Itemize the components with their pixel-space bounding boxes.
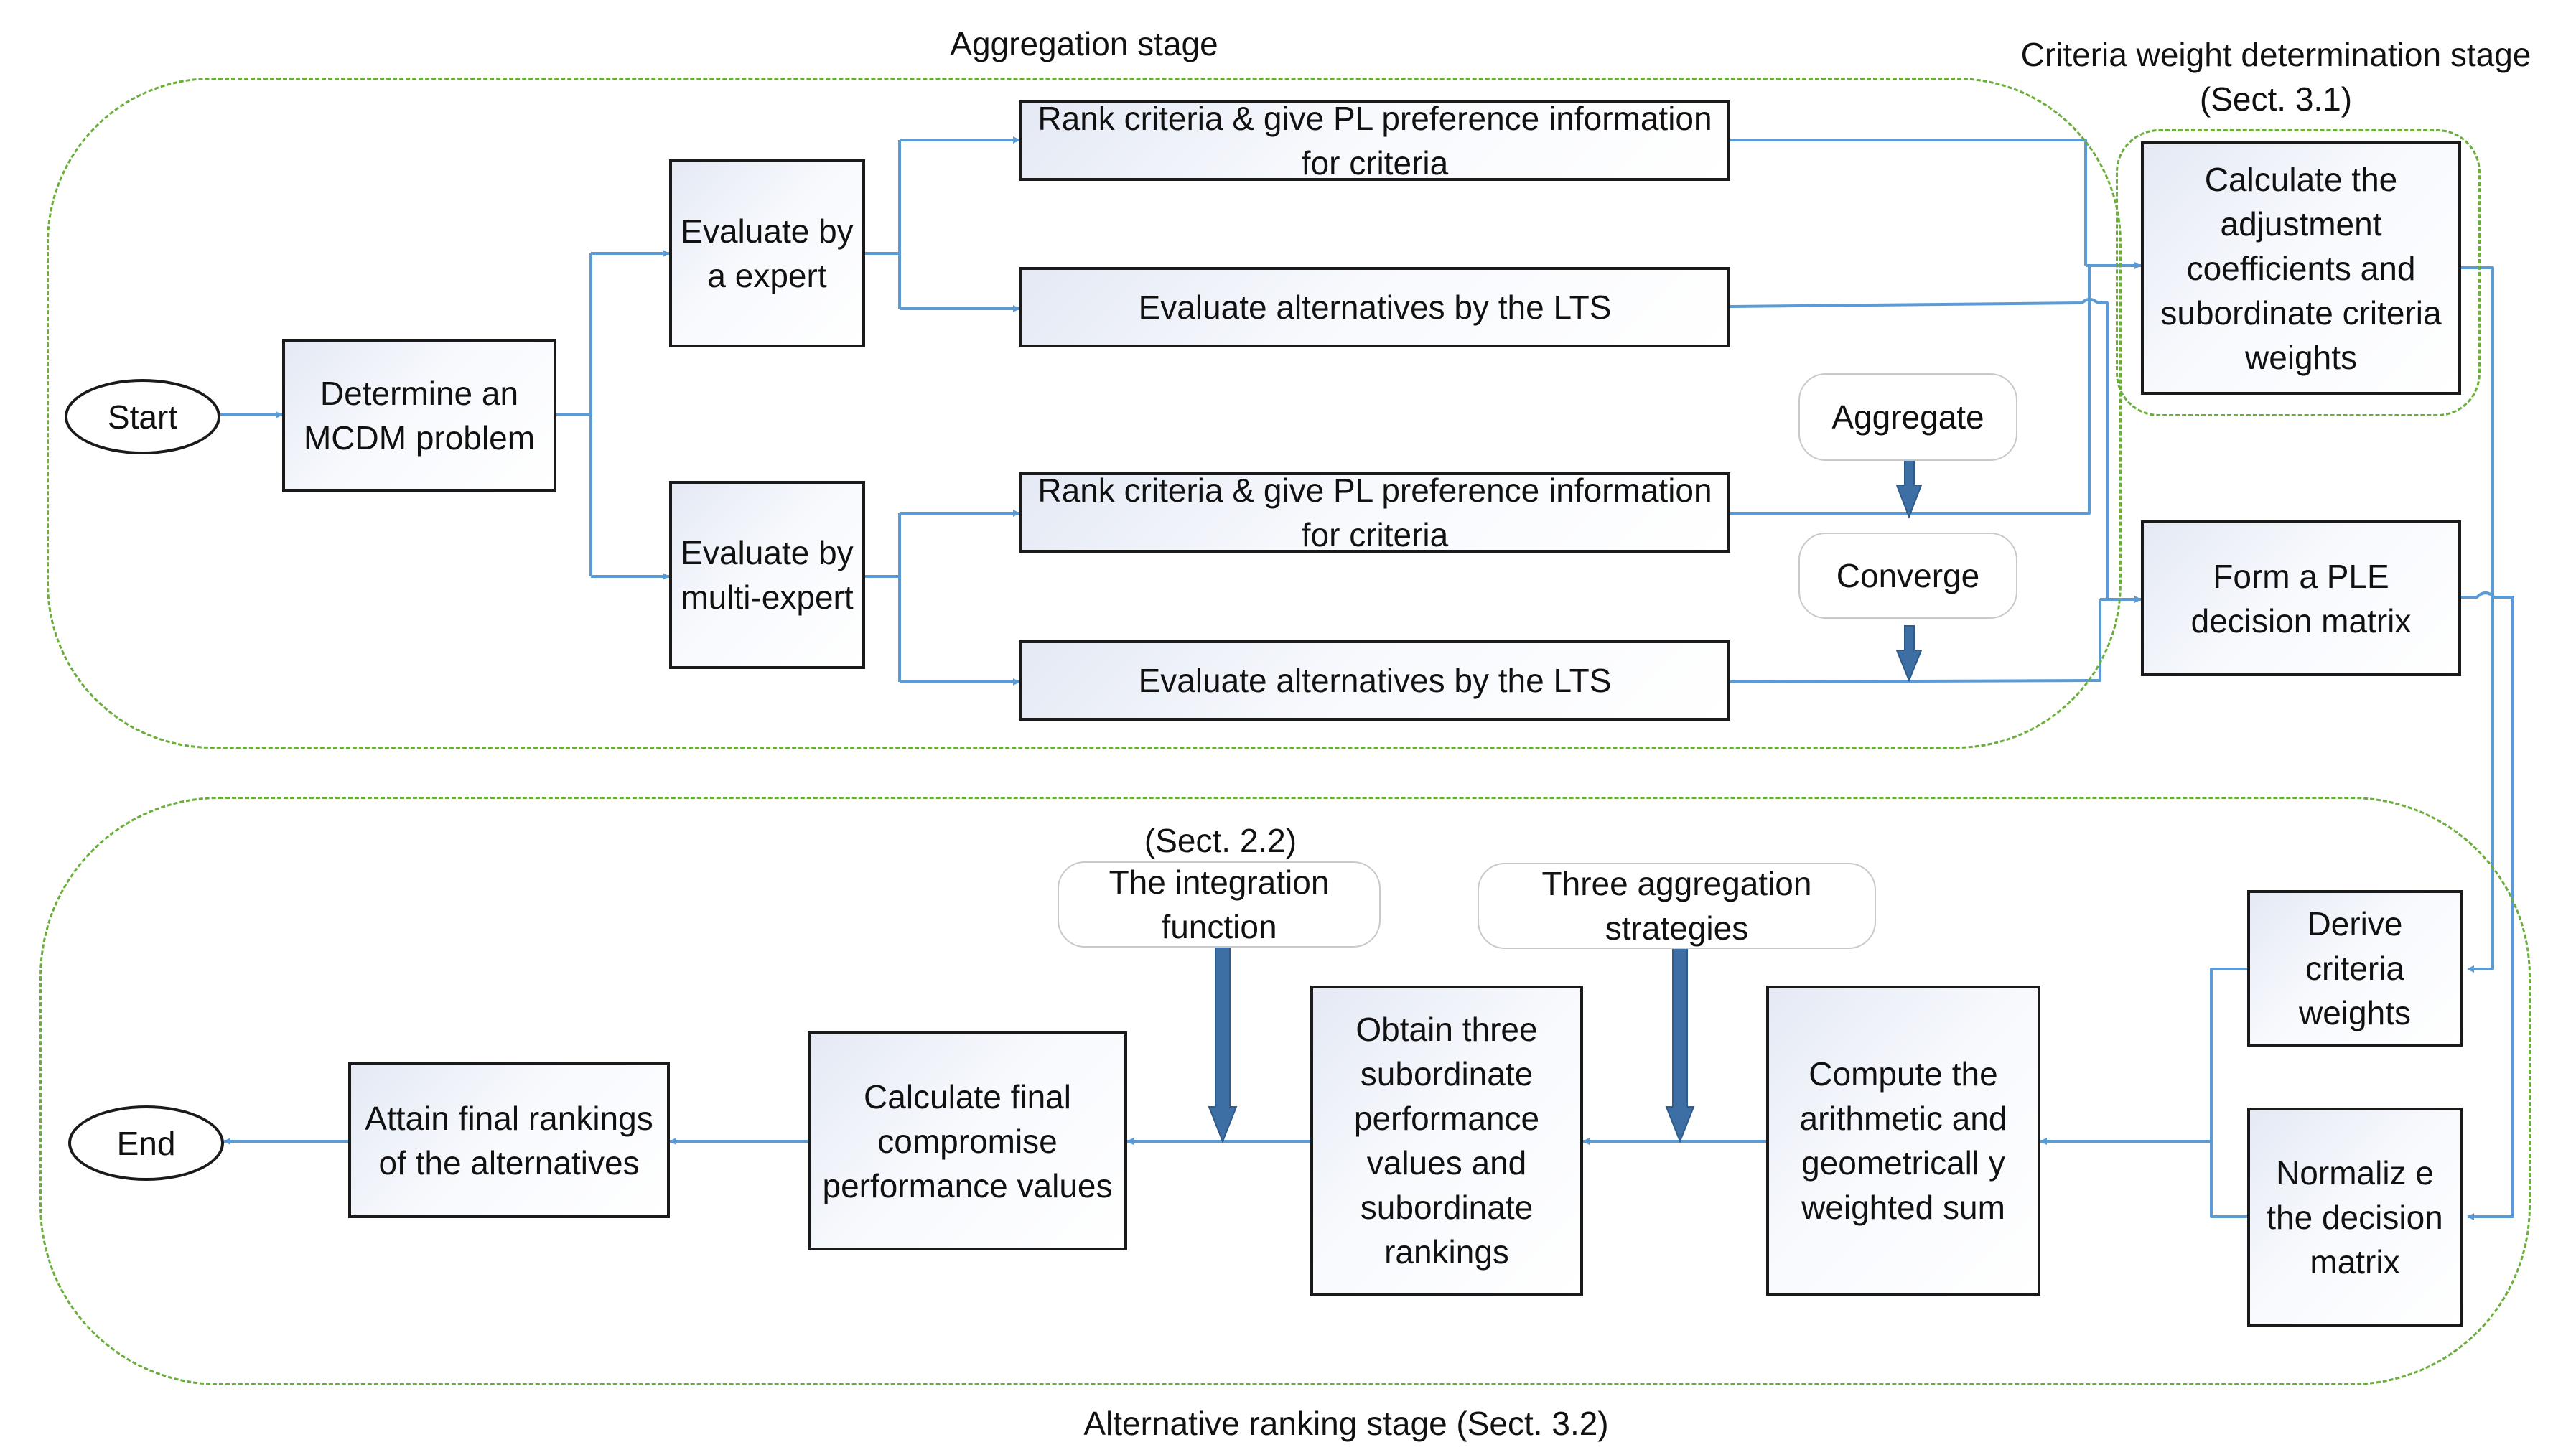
aggregation-stage-title: Aggregation stage — [950, 25, 1218, 62]
rank-criteria-box-1[interactable]: Rank criteria & give PL preference infor… — [1019, 100, 1730, 182]
evaluate-lts-box-2[interactable]: Evaluate alternatives by the LTS — [1019, 640, 1730, 721]
connector-multi-branch — [865, 513, 901, 682]
arrow-aggregate-down — [1895, 459, 1923, 519]
attain-rankings-box[interactable]: Attain final rankings of the alternative… — [348, 1062, 670, 1218]
derive-weights-box[interactable]: Derive criteria weights — [2247, 890, 2463, 1047]
compute-weighted-sum-box[interactable]: Compute the arithmetic and geometricall … — [1766, 986, 2040, 1296]
normalize-matrix-box[interactable]: Normaliz e the decision matrix — [2247, 1108, 2463, 1327]
line-lts1-to-form — [1730, 298, 2109, 599]
three-strategies-note: Three aggregation strategies — [1478, 863, 1876, 949]
calculate-final-box[interactable]: Calculate final compromise performance v… — [808, 1031, 1127, 1250]
converge-note: Converge — [1798, 533, 2017, 619]
evaluate-multi-expert-box[interactable]: Evaluate by multi-expert — [669, 481, 865, 669]
evaluate-expert-box[interactable]: Evaluate by a expert — [669, 159, 865, 347]
start-node[interactable]: Start — [65, 379, 220, 454]
aggregation-stage-boundary — [47, 78, 2122, 749]
arrow-converge-down — [1895, 625, 1923, 683]
criteria-weight-stage-boundary — [2116, 129, 2481, 416]
line-rank2-to-calc — [1730, 266, 2091, 515]
arrow-integration-down — [1208, 945, 1238, 1143]
obtain-subordinate-box[interactable]: Obtain three subordinate performance val… — [1310, 986, 1583, 1296]
arrow-form-to-normalize — [2459, 591, 2514, 1220]
evaluate-lts-box-1[interactable]: Evaluate alternatives by the LTS — [1019, 267, 1730, 347]
connector-determine-branch — [556, 253, 592, 576]
connector-expert-branch — [865, 140, 901, 309]
ranking-stage-boundary — [39, 797, 2531, 1385]
integration-function-note: The integration function — [1058, 861, 1381, 948]
integration-ref-label: (Sect. 2.2) — [1144, 822, 1297, 859]
aggregate-note: Aggregate — [1798, 373, 2017, 461]
ranking-stage-title: Alternative ranking stage (Sect. 3.2) — [1083, 1405, 1609, 1442]
rank-criteria-box-2[interactable]: Rank criteria & give PL preference infor… — [1019, 472, 1730, 553]
form-ple-matrix-box[interactable]: Form a PLE decision matrix — [2141, 520, 2461, 676]
criteria-weight-stage-title: Criteria weight determination stage (Sec… — [2020, 36, 2531, 118]
end-node[interactable]: End — [68, 1105, 224, 1181]
determine-mcdm-box[interactable]: Determine an MCDM problem — [282, 339, 556, 492]
arrow-strategies-down — [1665, 947, 1695, 1143]
calculate-adjustment-box[interactable]: Calculate the adjustment coefficients an… — [2141, 141, 2461, 395]
